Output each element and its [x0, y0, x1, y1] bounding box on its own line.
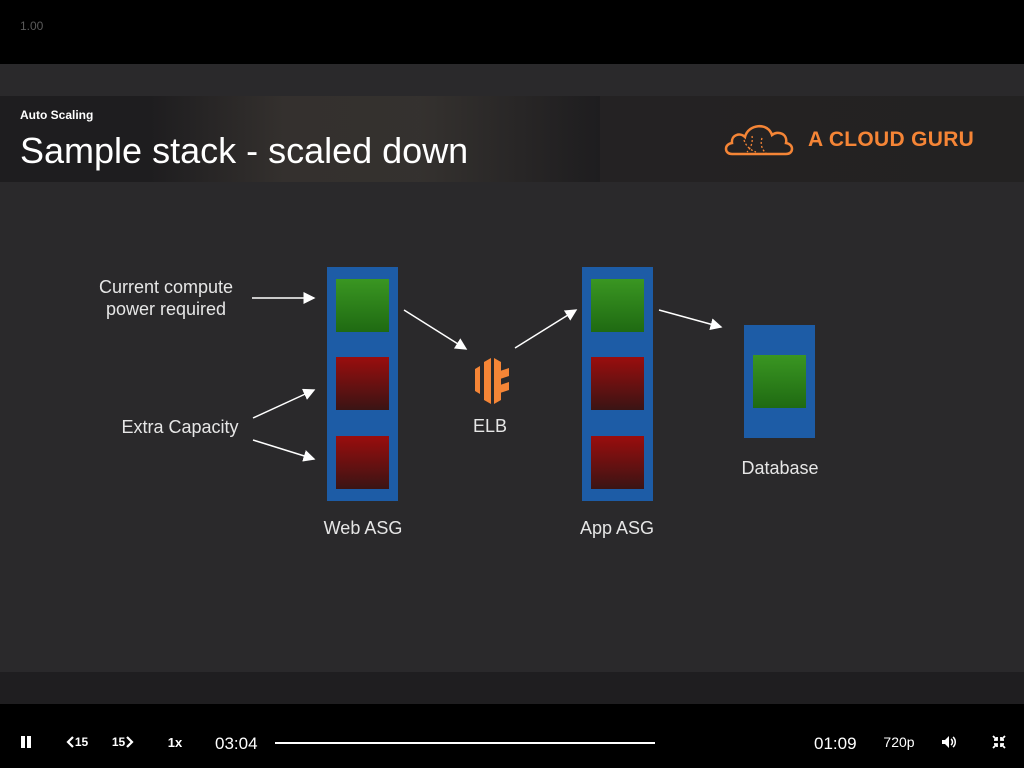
- arrow-extra-to-web: [252, 388, 316, 419]
- forward-15-label: 15: [111, 735, 126, 749]
- speed-overlay-label: 1.00: [20, 19, 44, 33]
- slide-header: [0, 96, 1024, 182]
- web-instance-active: [336, 279, 389, 332]
- app-instance-extra: [591, 436, 644, 489]
- app-instance-extra: [591, 357, 644, 410]
- current-time: 03:04: [215, 734, 258, 753]
- database-instance: [753, 355, 806, 408]
- video-slide: Auto Scaling Sample stack - scaled down …: [0, 64, 1024, 704]
- rewind-15-icon: [66, 736, 74, 748]
- rewind-15-label: 15: [74, 735, 89, 749]
- header-background-photo: [150, 96, 600, 182]
- exit-fullscreen-button[interactable]: [988, 732, 1010, 752]
- label-elb: ELB: [472, 416, 508, 436]
- player-controls: 15 15 1x 03:04 01:09 720p: [0, 704, 1024, 768]
- architecture-diagram: [252, 267, 815, 501]
- arrow-extra-to-web: [252, 439, 316, 462]
- app-instance-active: [591, 279, 644, 332]
- quality-button[interactable]: 720p: [883, 734, 915, 750]
- arrow-app-to-db: [658, 309, 723, 331]
- exit-fullscreen-icon: [992, 735, 1006, 749]
- progress-bar[interactable]: [275, 742, 655, 744]
- label-database: Database: [741, 458, 819, 478]
- rewind-15-button[interactable]: 15: [62, 732, 92, 752]
- slide-section-label: Auto Scaling: [20, 108, 94, 122]
- web-instance-extra: [336, 436, 389, 489]
- arrow-web-to-elb: [403, 309, 468, 350]
- forward-15-icon: [126, 736, 134, 748]
- label-current-compute: Current compute power required: [86, 276, 246, 320]
- a-cloud-guru-logo: A CLOUD GURU: [722, 118, 974, 162]
- elb-icon: [475, 358, 509, 404]
- playback-rate-button[interactable]: 1x: [167, 734, 183, 750]
- pause-icon: [21, 736, 31, 748]
- label-web-asg: Web ASG: [323, 518, 403, 538]
- remaining-time: 01:09: [814, 734, 857, 753]
- cloud-logo-icon: [724, 125, 794, 156]
- player-top-bar: 1.00: [0, 0, 1024, 64]
- volume-icon: [942, 736, 956, 748]
- label-current-line1: Current compute: [98, 277, 234, 297]
- forward-15-button[interactable]: 15: [108, 732, 138, 752]
- volume-button[interactable]: [938, 732, 960, 752]
- header-background-photo-right: [600, 96, 1024, 182]
- slide-bottom-band: [0, 672, 1024, 704]
- slide-title: Sample stack - scaled down: [20, 130, 469, 171]
- web-instance-extra: [336, 357, 389, 410]
- arrow-elb-to-app: [514, 309, 578, 349]
- label-current-line2: power required: [105, 299, 227, 319]
- logo-text: A CLOUD GURU: [808, 128, 975, 151]
- label-app-asg: App ASG: [579, 518, 655, 538]
- label-extra-capacity: Extra Capacity: [121, 417, 239, 437]
- pause-button[interactable]: [12, 730, 40, 754]
